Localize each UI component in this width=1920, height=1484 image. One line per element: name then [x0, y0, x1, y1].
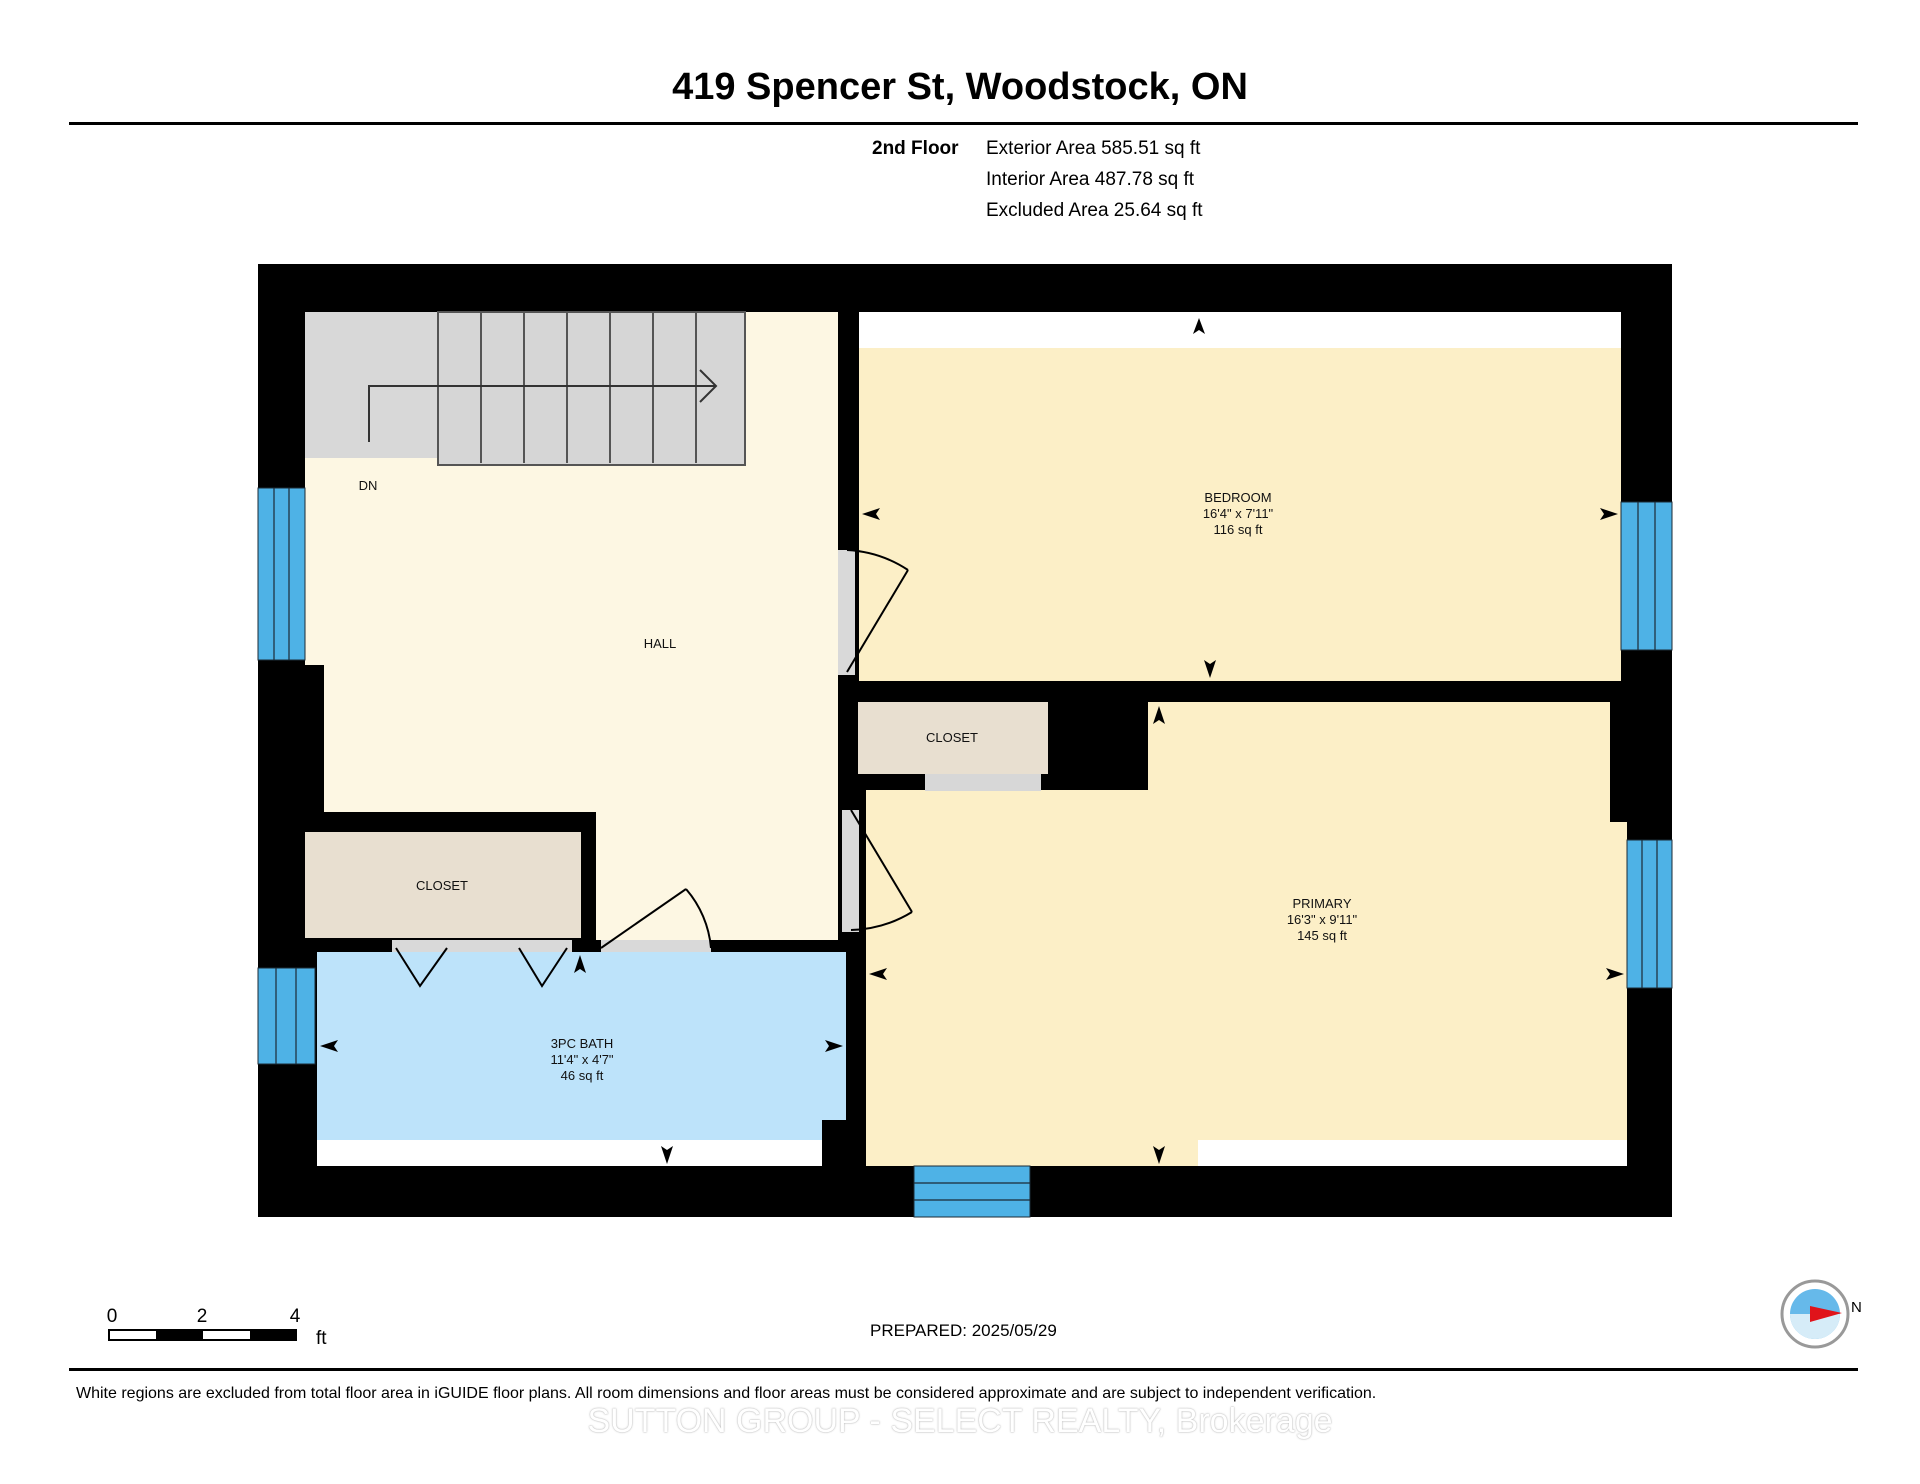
- dimension-arrows: [320, 318, 1624, 1164]
- compass-icon: N: [1780, 1279, 1862, 1349]
- window-mullions: [273, 488, 1658, 1201]
- scale-tick-0: 0: [107, 1306, 118, 1327]
- scale-bar: 0 2 4 ft: [107, 1306, 328, 1349]
- closet-upper: [858, 702, 1048, 774]
- stair-treads: [480, 312, 697, 463]
- window-west-lower: [257, 967, 316, 1065]
- floor-label: 2nd Floor: [872, 138, 959, 159]
- primary-room: [866, 702, 1627, 1166]
- bath-room: [317, 952, 846, 1140]
- brokerage-watermark: SUTTON GROUP - SELECT REALTY, Brokerage: [587, 1402, 1333, 1440]
- hall-room: [305, 312, 838, 940]
- bedroom-area: 116 sq ft: [1214, 522, 1263, 537]
- page-title: 419 Spencer St, Woodstock, ON: [672, 66, 1248, 108]
- bedroom-label: BEDROOM: [1204, 490, 1271, 505]
- bath-area: 46 sq ft: [561, 1068, 604, 1083]
- closet-lower-label: CLOSET: [416, 878, 468, 893]
- hall-label: HALL: [644, 636, 677, 651]
- scale-tick-2: 2: [197, 1306, 208, 1327]
- excluded-strip: [859, 312, 1621, 350]
- closet-upper-label: CLOSET: [926, 730, 978, 745]
- header-rule: [69, 122, 1858, 125]
- footer-rule: [69, 1368, 1858, 1371]
- windows: [257, 487, 1673, 1218]
- door-swings: [392, 549, 913, 988]
- stairs: [437, 311, 746, 466]
- excluded-strip: [317, 1140, 822, 1166]
- bedroom-room: [859, 348, 1621, 681]
- bath-label: 3PC BATH: [551, 1036, 614, 1051]
- window-east-lower: [1626, 839, 1673, 989]
- scale-tick-4: 4: [290, 1306, 301, 1327]
- window-south: [913, 1165, 1031, 1218]
- excluded-area: Excluded Area 25.64 sq ft: [986, 200, 1203, 221]
- bath-dims: 11'4" x 4'7": [550, 1052, 613, 1067]
- prepared-date: PREPARED: 2025/05/29: [870, 1321, 1057, 1340]
- closet-door: [925, 774, 1041, 791]
- compass-north-label: N: [1851, 1299, 1862, 1316]
- window-west-upper: [257, 487, 306, 661]
- scale-unit: ft: [316, 1328, 327, 1349]
- bedroom-dims: 16'4" x 7'11": [1203, 506, 1274, 521]
- primary-area: 145 sq ft: [1297, 928, 1347, 943]
- closet-lower: [305, 832, 581, 938]
- exterior-area: Exterior Area 585.51 sq ft: [986, 138, 1201, 159]
- window-east-upper: [1620, 501, 1673, 651]
- disclaimer-text: White regions are excluded from total fl…: [76, 1385, 1377, 1402]
- primary-label: PRIMARY: [1293, 896, 1352, 911]
- stair-arrow-icon: [368, 369, 718, 442]
- stairs-dn-label: DN: [359, 478, 378, 493]
- primary-dims: 16'3" x 9'11": [1287, 912, 1358, 927]
- interior-area: Interior Area 487.78 sq ft: [986, 169, 1195, 190]
